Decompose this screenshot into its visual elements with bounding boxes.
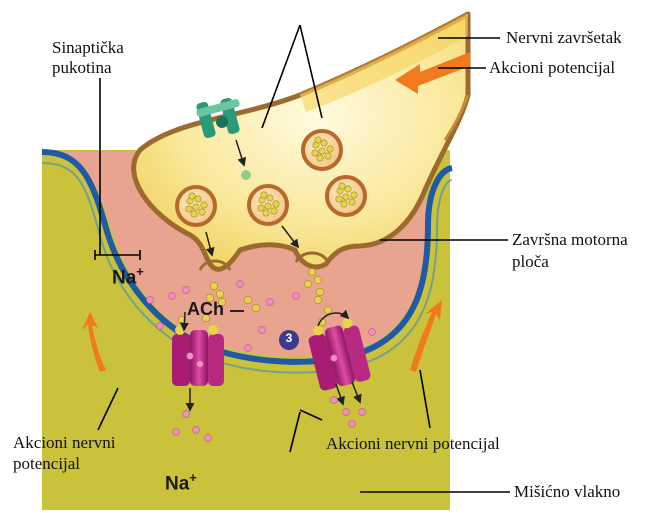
na-ion-dot [205,435,212,442]
calcium-ion [241,170,251,180]
na-ion-dot [259,327,266,334]
action-potential-label: Akcioni potencijal [489,58,615,78]
step-number: 3 [283,331,295,345]
ach-dot [216,290,223,297]
na-ion-dot [183,287,190,294]
na-ion-dot [293,293,300,300]
nicotinic-receptor-left [172,325,224,386]
na-ion-dot [183,411,190,418]
nerve-terminal-label: Nervni završetak [506,28,622,48]
na-ion-dot [169,293,176,300]
na-ion-dot [197,361,204,368]
acetylcholine-label: ACh [187,299,224,320]
na-ion-dot [343,409,350,416]
na-ion-dot [349,421,356,428]
ach-dot [314,276,321,283]
ach-dot [316,288,323,295]
na-ion-dot [369,329,376,336]
ach-dot [252,304,259,311]
na-ion-dot [173,429,180,436]
ach-dot [308,268,315,275]
end-plate-label-line2: ploča [512,252,549,272]
right-nerve-ap-label: Akcioni nervni potencijal [326,434,500,454]
na-ion-dot [237,281,244,288]
synaptic-cleft-label-line1: Sinaptička [52,38,124,58]
synaptic-cleft-label-line2: pukotina [52,58,112,78]
na-ion-dot [193,427,200,434]
na-ion-dot [245,345,252,352]
na-ion-dot [331,397,338,404]
na-ion-dot [147,297,154,304]
muscle-fiber-label: Mišićno vlakno [514,482,620,502]
na-ion-dot [157,323,164,330]
ach-dot [314,296,321,303]
left-nerve-ap-label-line1: Akcioni nervni [13,433,115,453]
na-ion-dot [187,353,194,360]
na-ion-dot [267,299,274,306]
na-ion-dot [331,355,338,362]
ach-dot [210,282,217,289]
end-plate-label-line1: Završna motorna [512,230,628,250]
na-ion-dot [359,409,366,416]
left-nerve-ap-label-line2: potencijal [13,454,80,474]
sodium-label-top: Na+ [112,264,144,289]
ach-dot [244,296,251,303]
ach-dot [324,306,331,313]
sodium-label-bottom: Na+ [165,470,197,495]
ach-dot [304,280,311,287]
